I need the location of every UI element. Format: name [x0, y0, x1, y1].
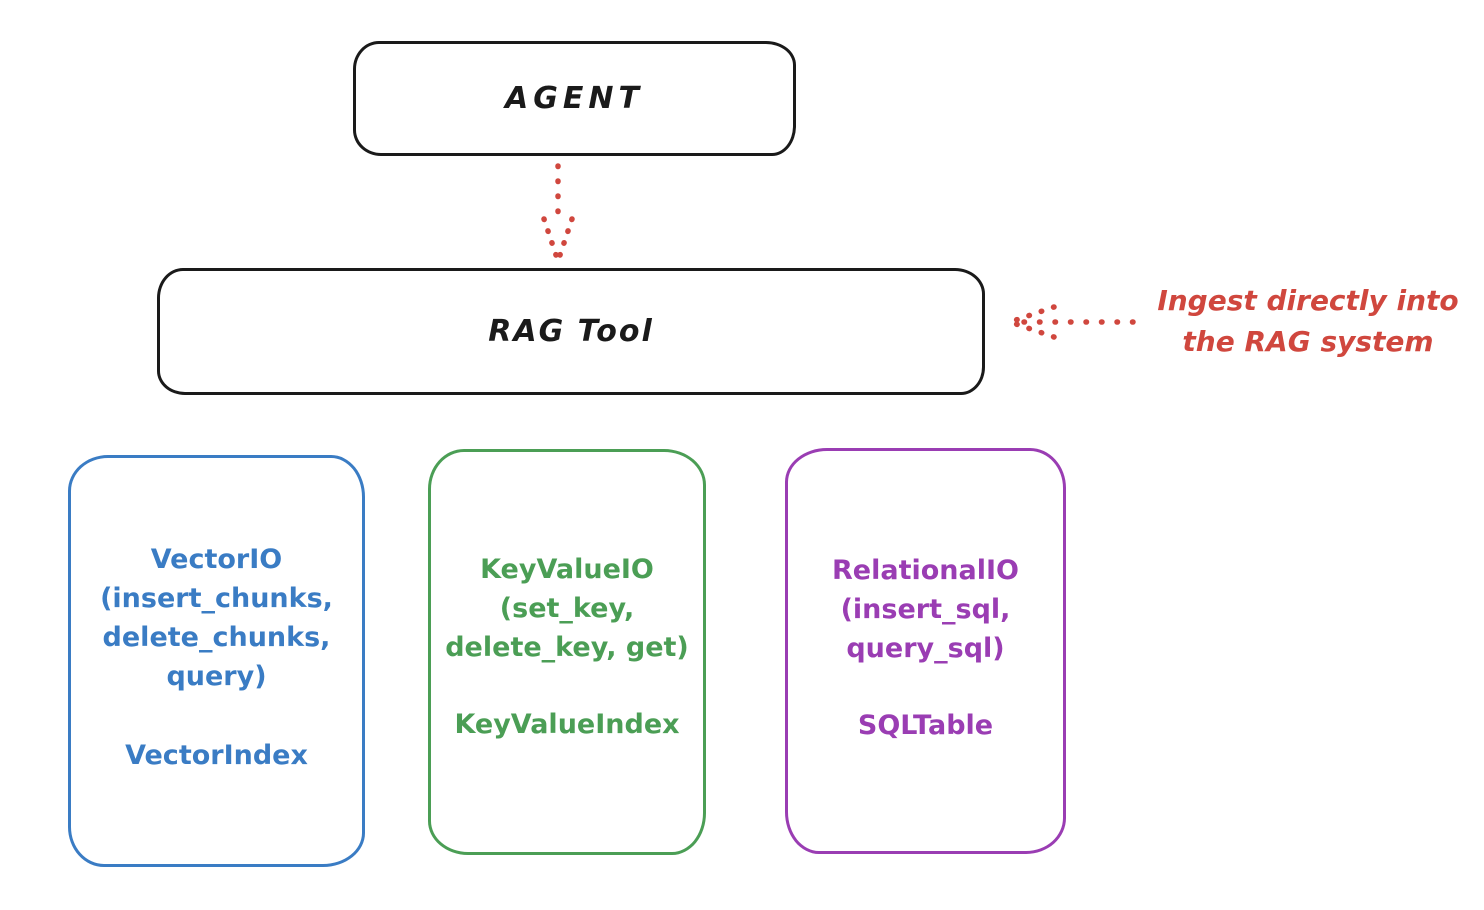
- module-keyvalueio-methods-line2: delete_key, get): [445, 632, 689, 663]
- module-vectorio-methods-line1: (insert_chunks,: [100, 583, 333, 614]
- module-vectorio-methods-line2: delete_chunks,: [102, 622, 331, 653]
- rag-tool-label: RAG Tool: [488, 314, 654, 349]
- arrow-agent-to-ragtool-icon: [541, 163, 575, 258]
- module-keyvalueio: KeyValueIO (set_key, delete_key, get) Ke…: [428, 449, 706, 855]
- rag-tool-node: RAG Tool: [157, 268, 985, 395]
- module-relationalio: RelationalIO (insert_sql, query_sql) SQL…: [785, 448, 1066, 854]
- module-keyvalueio-index-label: KeyValueIndex: [454, 709, 680, 740]
- module-vectorio-title: VectorIO: [150, 544, 283, 575]
- module-relationalio-methods-line1: (insert_sql,: [840, 594, 1011, 625]
- arrow-annotation-to-ragtool-icon: [1013, 304, 1136, 340]
- module-vectorio: VectorIO (insert_chunks, delete_chunks, …: [68, 455, 365, 867]
- ingest-annotation-line2: the RAG system: [1182, 325, 1434, 358]
- agent-label: AGENT: [505, 81, 644, 116]
- module-relationalio-title: RelationalIO: [832, 555, 1019, 586]
- module-keyvalueio-title: KeyValueIO: [480, 554, 654, 585]
- module-keyvalueio-methods-line1: (set_key,: [499, 593, 635, 624]
- module-vectorio-index-label: VectorIndex: [125, 740, 308, 771]
- ingest-annotation-line1: Ingest directly into: [1157, 284, 1459, 317]
- agent-node: AGENT: [353, 41, 796, 156]
- module-relationalio-methods-line2: query_sql): [846, 633, 1005, 664]
- module-vectorio-methods-line3: query): [166, 661, 267, 692]
- ingest-annotation: Ingest directly into the RAG system: [1140, 280, 1476, 362]
- module-relationalio-index-label: SQLTable: [857, 710, 994, 741]
